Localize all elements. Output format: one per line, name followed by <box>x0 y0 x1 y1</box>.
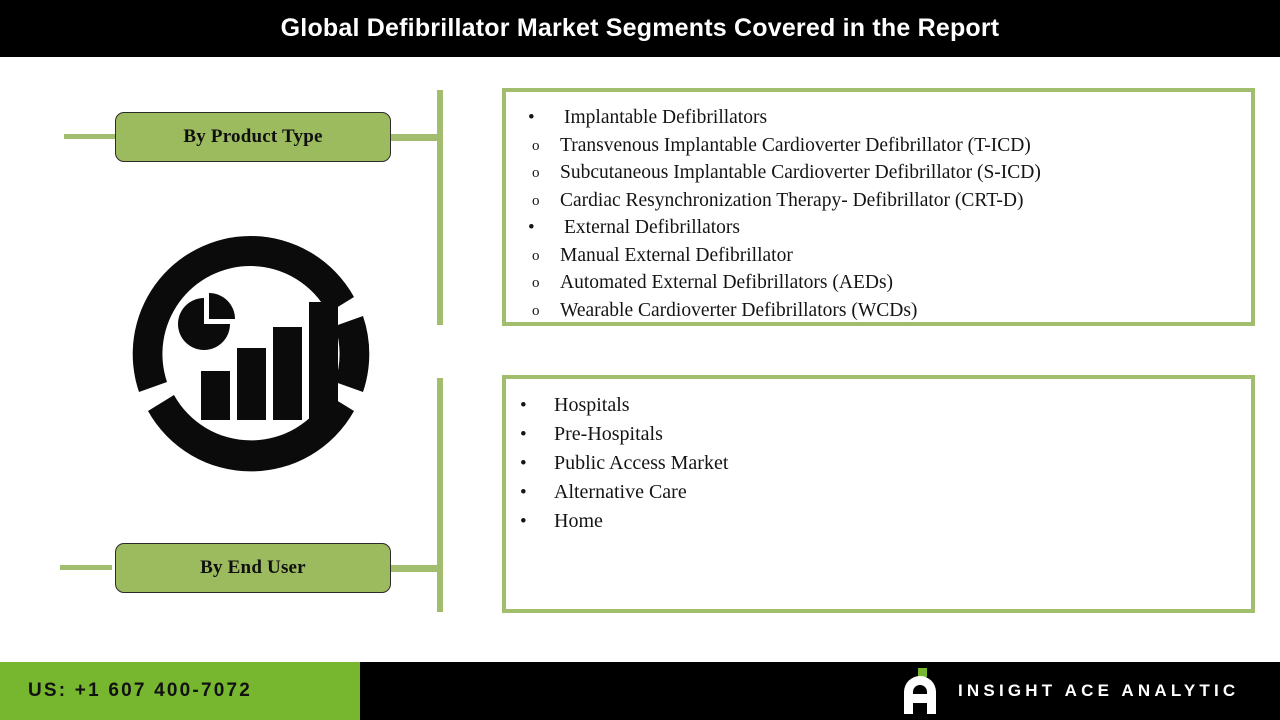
list-item: • Hospitals <box>506 391 1251 420</box>
list-item-label: Manual External Defibrillator <box>560 244 793 266</box>
end-user-list: • Hospitals • Pre-Hospitals • Public Acc… <box>506 391 1251 536</box>
list-item-label: External Defibrillators <box>564 217 740 238</box>
segment-label-end-user[interactable]: By End User <box>115 543 391 593</box>
list-item: o Cardiac Resynchronization Therapy- Def… <box>526 187 1251 215</box>
connector-horizontal-product-type <box>390 134 442 141</box>
list-item: • External Defibrillators <box>506 214 1251 242</box>
list-item: o Subcutaneous Implantable Cardioverter … <box>526 159 1251 187</box>
connector-horizontal-end-user <box>390 565 442 572</box>
segment-label-end-user-text: By End User <box>200 557 306 578</box>
list-item-label: Public Access Market <box>554 452 729 474</box>
list-item: • Implantable Defibrillators <box>506 104 1251 132</box>
bullet-icon: • <box>520 395 527 416</box>
bullet-icon: • <box>520 511 527 532</box>
list-item: o Manual External Defibrillator <box>526 242 1251 270</box>
title-bar: Global Defibrillator Market Segments Cov… <box>0 0 1280 57</box>
brand-name-text: INSIGHT ACE ANALYTIC <box>958 681 1240 700</box>
segment-label-product-type-text: By Product Type <box>183 126 323 147</box>
content-box-product-type: • Implantable Defibrillators o Transveno… <box>502 88 1255 326</box>
sub-bullet-icon: o <box>532 302 540 319</box>
bullet-icon: • <box>528 217 535 238</box>
product-type-sublist-implantable: o Transvenous Implantable Cardioverter D… <box>506 132 1251 215</box>
product-type-sublist-external: o Manual External Defibrillator o Automa… <box>506 242 1251 325</box>
list-item: • Alternative Care <box>506 478 1251 507</box>
connector-vertical-product-type <box>437 90 443 325</box>
list-item: • Pre-Hospitals <box>506 420 1251 449</box>
list-item: o Automated External Defibrillators (AED… <box>526 269 1251 297</box>
list-item: o Transvenous Implantable Cardioverter D… <box>526 132 1251 160</box>
list-item-label: Home <box>554 510 603 532</box>
connector-stub-product-type <box>64 134 116 139</box>
letter-a-logo-icon <box>904 668 936 714</box>
sub-bullet-icon: o <box>532 192 540 209</box>
list-item: • Public Access Market <box>506 449 1251 478</box>
segment-label-product-type[interactable]: By Product Type <box>115 112 391 162</box>
market-analytics-icon <box>132 235 370 472</box>
list-item-label: Pre-Hospitals <box>554 423 663 445</box>
product-type-list: • Implantable Defibrillators o Transveno… <box>506 104 1251 324</box>
sub-bullet-icon: o <box>532 275 540 291</box>
connector-stub-end-user <box>60 565 112 570</box>
sub-bullet-icon: o <box>532 165 540 181</box>
brand-block: INSIGHT ACE ANALYTIC <box>900 662 1239 720</box>
page-title: Global Defibrillator Market Segments Cov… <box>280 14 1000 42</box>
list-item-label: Alternative Care <box>554 481 687 503</box>
list-item-label: Subcutaneous Implantable Cardioverter De… <box>560 162 1041 183</box>
footer-phone-number[interactable]: US: +1 607 400-7072 <box>28 680 253 701</box>
list-item-label: Hospitals <box>554 394 630 416</box>
list-item: • Home <box>506 507 1251 536</box>
list-item-label: Wearable Cardioverter Defibrillators (WC… <box>560 299 918 321</box>
sub-bullet-icon: o <box>532 247 540 264</box>
bullet-icon: • <box>520 482 527 503</box>
list-item-label: Implantable Defibrillators <box>564 107 768 128</box>
list-item-label: Automated External Defibrillators (AEDs) <box>560 272 894 293</box>
bullet-icon: • <box>528 107 535 128</box>
list-item: o Wearable Cardioverter Defibrillators (… <box>526 297 1251 325</box>
connector-vertical-end-user <box>437 378 443 612</box>
bullet-icon: • <box>520 453 527 474</box>
footer-bar: US: +1 607 400-7072 INSIGHT ACE ANALYTIC <box>0 662 1280 720</box>
list-item-label: Transvenous Implantable Cardioverter Def… <box>560 134 1031 156</box>
list-item-label: Cardiac Resynchronization Therapy- Defib… <box>560 189 1024 211</box>
bullet-icon: • <box>520 424 527 445</box>
footer-contact-block: US: +1 607 400-7072 <box>0 662 360 720</box>
sub-bullet-icon: o <box>532 137 540 154</box>
content-box-end-user: • Hospitals • Pre-Hospitals • Public Acc… <box>502 375 1255 613</box>
